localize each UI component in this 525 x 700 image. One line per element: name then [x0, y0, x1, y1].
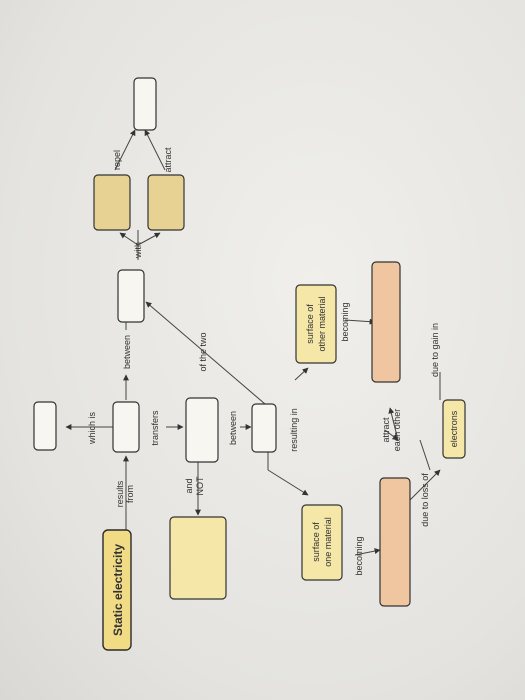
connector-resulting-right: [294, 367, 309, 381]
label-which-is: which is: [87, 411, 97, 445]
empty-box-repel-attract: [133, 77, 157, 131]
link-labels: results from which is between transfers …: [87, 147, 440, 576]
title-box: [102, 529, 132, 651]
label-due-to-loss-of: due to loss of: [420, 473, 430, 527]
label-between-1: between: [122, 335, 132, 369]
peach-box-right: [371, 261, 401, 383]
empty-box-which-is: [33, 401, 57, 451]
empty-box-between-2: [251, 403, 277, 453]
yellow-box-and-not: [169, 516, 227, 600]
title-text: Static electricity: [111, 544, 125, 636]
surface-other-line2: other material: [317, 296, 327, 351]
connector-loss: [409, 469, 441, 501]
label-repel: repel: [112, 150, 122, 170]
label-becoming-2: becoming: [340, 302, 350, 341]
nodes: Static electricity surface of one materi…: [33, 77, 466, 651]
connector-electrons-up: [419, 439, 431, 471]
connector-becoming-2: [344, 318, 376, 325]
surface-one-line1: surface of: [311, 522, 321, 562]
label-between-2: between: [228, 411, 238, 445]
surface-one-line2: one material: [323, 517, 333, 567]
connector-with-b: [137, 232, 161, 246]
label-results: results: [115, 480, 125, 507]
label-with: with: [133, 242, 143, 259]
label-attract-each-2: each other: [392, 409, 402, 452]
electrons-text: electrons: [449, 410, 459, 447]
label-becoming-1: becoming: [354, 536, 364, 575]
surface-one-box: [301, 504, 343, 581]
connector-becoming-1: [354, 548, 381, 556]
peach-box-left: [379, 477, 411, 607]
connector-repel: [114, 129, 136, 171]
connector-attract: [144, 129, 166, 171]
empty-box-between: [117, 269, 145, 323]
connector-attract-each-1: [384, 429, 399, 441]
label-of-the-two: of the two: [198, 332, 208, 371]
tan-box-upper: [93, 174, 131, 231]
connectors: [65, 129, 441, 556]
surface-other-box: [295, 284, 337, 364]
empty-box-static-result: [112, 401, 140, 453]
label-attract-each-1: attract: [381, 417, 391, 443]
label-from: from: [125, 485, 135, 503]
electrons-box: [442, 399, 466, 459]
empty-box-transfers: [185, 397, 219, 463]
label-attract: attract: [163, 147, 173, 173]
tan-box-lower: [147, 174, 185, 231]
connector-of-the-two: [145, 301, 273, 411]
label-transfers: transfers: [150, 410, 160, 446]
connector-with-a: [119, 232, 139, 246]
label-and: and: [184, 478, 194, 493]
connector-attract-each-2: [388, 407, 399, 441]
label-not: NOT: [195, 476, 205, 496]
surface-other-line1: surface of: [305, 304, 315, 344]
label-due-to-gain-in: due to gain in: [430, 323, 440, 377]
label-resulting-in: resulting in: [289, 408, 299, 452]
connector-resulting-left: [267, 469, 309, 496]
